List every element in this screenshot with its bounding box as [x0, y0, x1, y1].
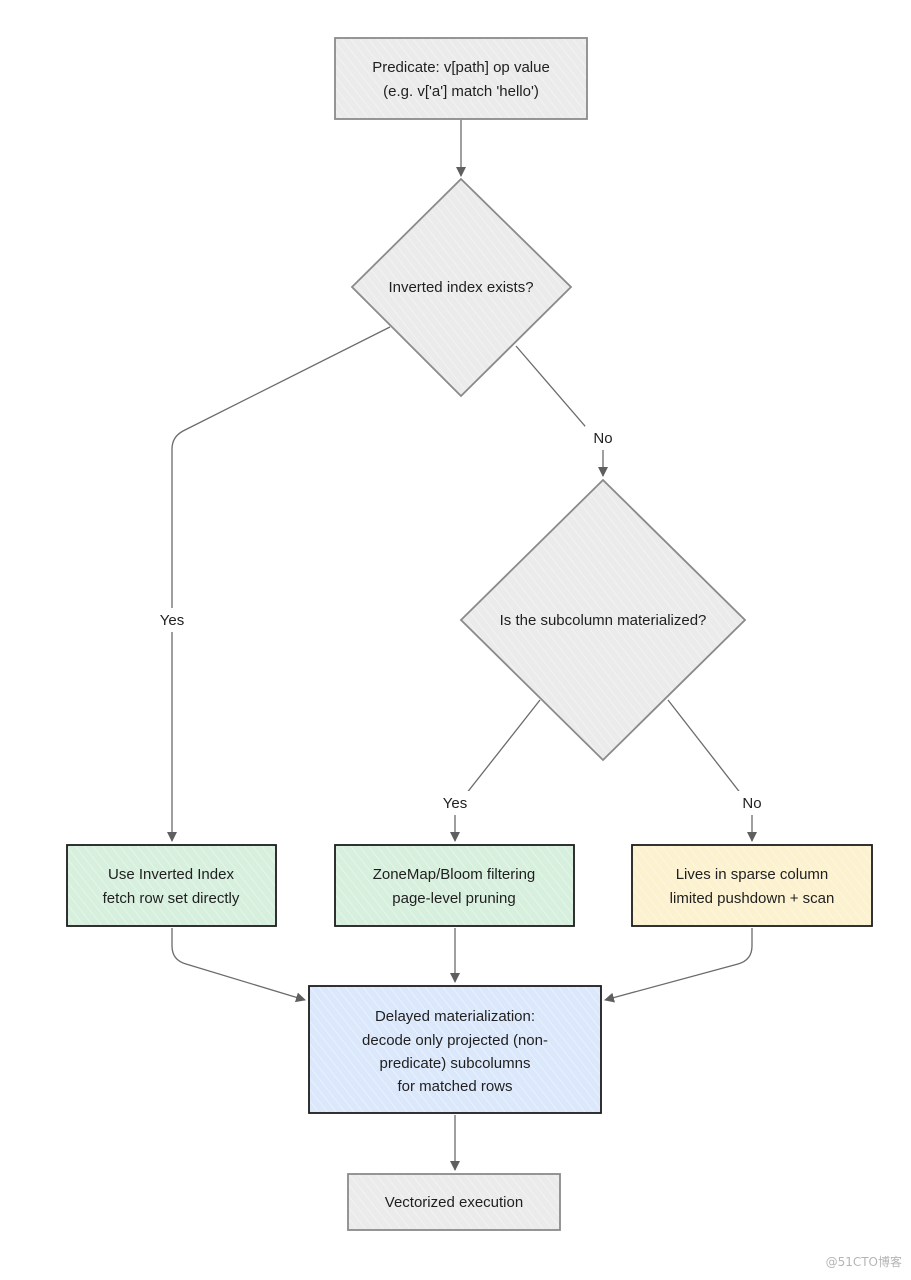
svg-text:Vectorized execution: Vectorized execution	[385, 1194, 523, 1211]
predicate-box: Predicate: v[path] op value (e.g. v['a']…	[334, 37, 588, 120]
svg-text:No: No	[593, 430, 612, 447]
svg-text:Lives in sparse column: Lives in sparse column	[676, 866, 829, 883]
zonemap-bloom-box: ZoneMap/Bloom filtering page-level pruni…	[334, 844, 575, 927]
subcolumn-decision: Is the subcolumn materialized?	[459, 478, 747, 762]
edge-subcolumn-no	[667, 699, 757, 842]
svg-text:Is the subcolumn materialized?: Is the subcolumn materialized?	[500, 612, 707, 629]
edge-label-index-yes: Yes	[152, 608, 192, 632]
edge-label-subcolumn-no: No	[734, 791, 770, 815]
svg-text:limited pushdown + scan: limited pushdown + scan	[670, 890, 835, 907]
svg-text:Yes: Yes	[160, 612, 184, 629]
svg-text:Use Inverted Index: Use Inverted Index	[108, 866, 234, 883]
edge-index-no	[515, 345, 608, 477]
svg-text:(e.g. v['a'] match 'hello'): (e.g. v['a'] match 'hello')	[383, 83, 539, 100]
svg-text:Delayed materialization:: Delayed materialization:	[375, 1008, 535, 1025]
svg-text:No: No	[742, 795, 761, 812]
edge-sparse-to-delayed	[604, 928, 753, 1003]
vectorized-execution-box: Vectorized execution	[347, 1173, 561, 1231]
svg-text:Inverted index exists?: Inverted index exists?	[388, 279, 533, 296]
svg-text:Yes: Yes	[443, 795, 467, 812]
edge-label-subcolumn-yes: Yes	[435, 791, 475, 815]
use-inverted-index-box: Use Inverted Index fetch row set directl…	[66, 844, 277, 927]
inverted-index-decision: Inverted index exists?	[350, 177, 573, 398]
edge-label-index-no: No	[585, 426, 621, 450]
svg-text:for matched rows: for matched rows	[397, 1078, 512, 1095]
svg-text:ZoneMap/Bloom filtering: ZoneMap/Bloom filtering	[373, 866, 536, 883]
watermark: @51CTO博客	[826, 1254, 902, 1269]
edge-subcolumn-yes	[450, 699, 541, 842]
svg-text:decode only projected (non-: decode only projected (non-	[362, 1032, 548, 1049]
delayed-materialization-box: Delayed materialization: decode only pro…	[308, 985, 602, 1114]
svg-text:page-level pruning: page-level pruning	[392, 890, 515, 907]
svg-text:predicate) subcolumns: predicate) subcolumns	[380, 1055, 531, 1072]
edge-inverted-to-delayed	[171, 928, 306, 1003]
sparse-column-box: Lives in sparse column limited pushdown …	[631, 844, 873, 927]
svg-text:Predicate: v[path] op value: Predicate: v[path] op value	[372, 59, 550, 76]
edge-index-yes	[167, 326, 391, 842]
svg-text:fetch row set directly: fetch row set directly	[103, 890, 240, 907]
